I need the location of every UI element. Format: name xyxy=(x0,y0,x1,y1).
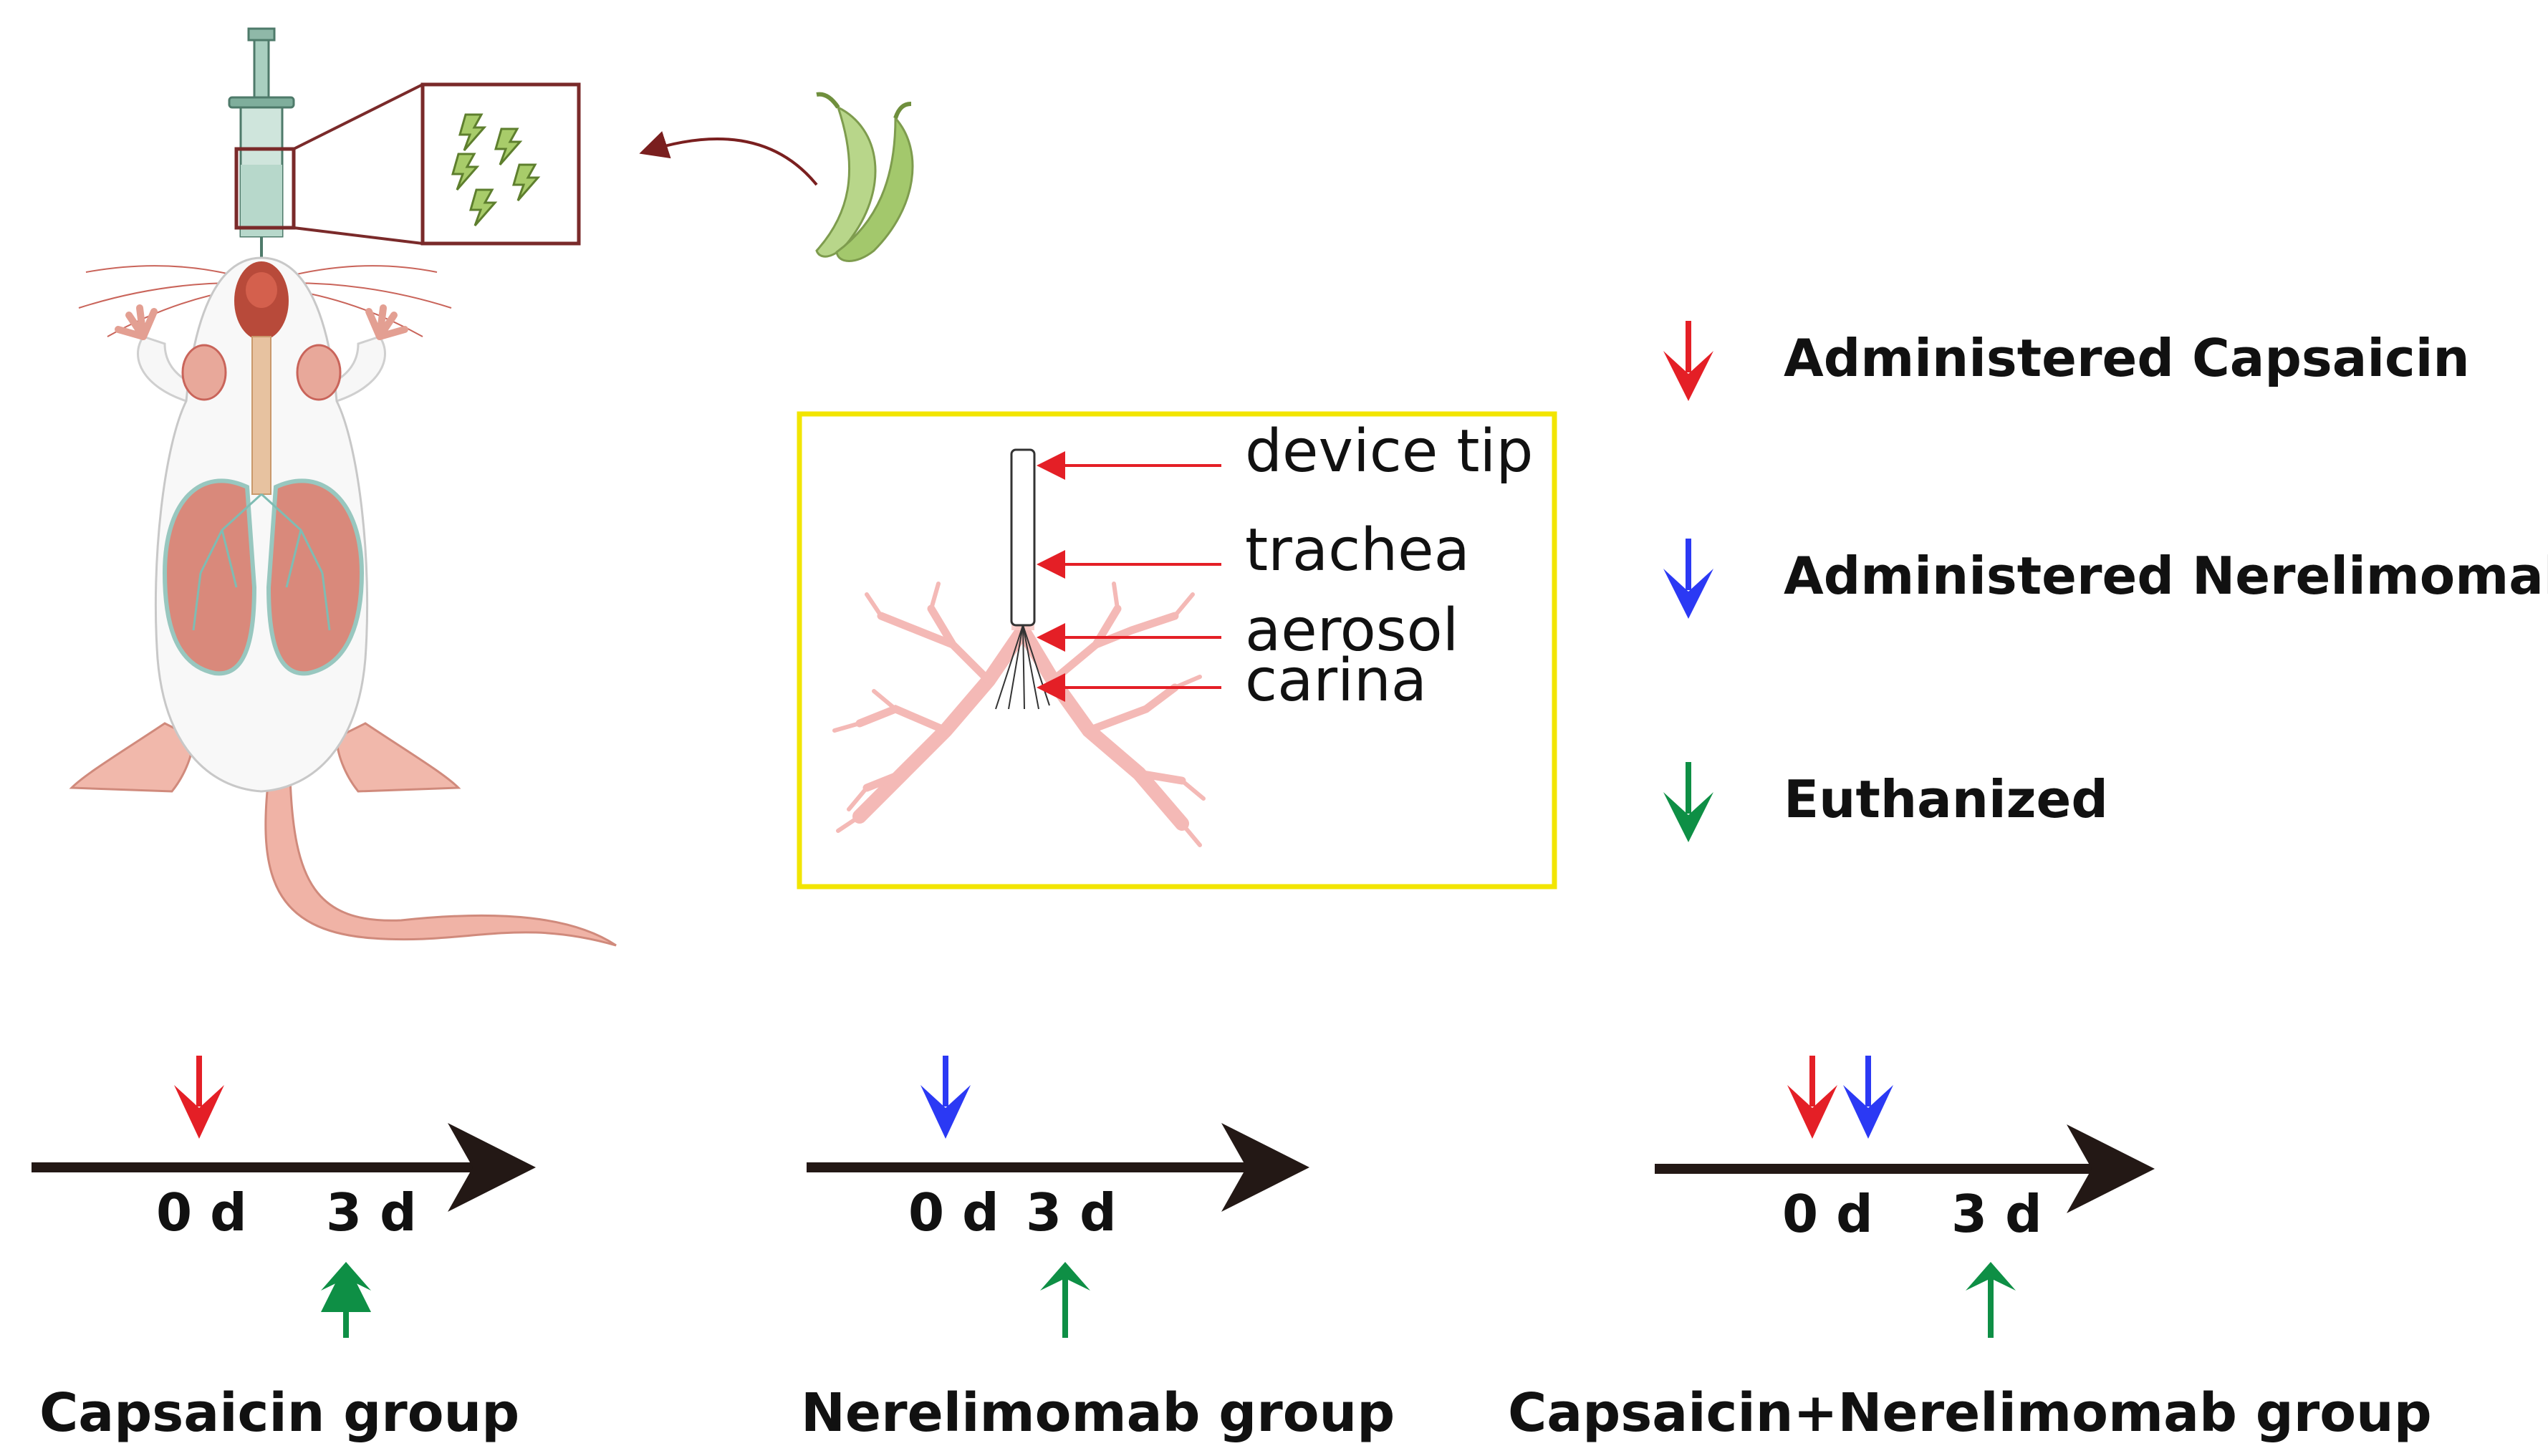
bronchial-tree-icon xyxy=(832,582,1206,847)
day3-label: 3 d xyxy=(1026,1182,1117,1243)
capsaicin-particles-icon xyxy=(451,113,541,226)
source-arrow-icon xyxy=(639,131,818,186)
arrow-down-icon xyxy=(1663,321,1713,401)
day0-label: 0 d xyxy=(1782,1184,1873,1244)
capsaicin-arrow-icon xyxy=(174,1056,224,1139)
syringe-icon xyxy=(228,27,296,265)
arrow-down-icon xyxy=(1663,762,1713,842)
label-carina: carina xyxy=(1245,647,1427,715)
timeline-axis xyxy=(807,1123,1309,1212)
group-label: Capsaicin group xyxy=(39,1382,519,1444)
legend-capsaicin: Administered Capsaicin xyxy=(1663,321,2470,401)
euthanized-arrow-icon xyxy=(1040,1262,1090,1338)
capsaicin-arrow-icon xyxy=(1787,1056,1837,1139)
rat-lung-left xyxy=(162,478,257,676)
device-tube xyxy=(1010,448,1036,627)
legend-label: Administered Capsaicin xyxy=(1784,328,2470,388)
day0-label: 0 d xyxy=(156,1182,247,1243)
label-trachea: trachea xyxy=(1245,516,1470,584)
airway-inset: device tip trachea aerosol carina xyxy=(797,411,1557,889)
legend: Administered Capsaicin Administered Nere… xyxy=(1663,321,2548,842)
timeline-capsaicin-group: 0 d 3 d Capsaicin group xyxy=(32,1056,536,1444)
day3-label: 3 d xyxy=(326,1182,417,1243)
rat-lung-right xyxy=(266,478,365,676)
legend-label: Euthanized xyxy=(1784,769,2108,829)
euthanized-arrow-icon xyxy=(1966,1262,2016,1338)
arrow-down-icon xyxy=(1663,539,1713,619)
day0-label: 0 d xyxy=(908,1182,999,1243)
label-device-tip: device tip xyxy=(1245,418,1533,486)
timeline-axis xyxy=(1655,1124,2155,1213)
day3-label: 3 d xyxy=(1951,1184,2042,1244)
euthanized-arrow-icon xyxy=(321,1262,371,1338)
legend-nerelimomab: Administered Nerelimomab xyxy=(1663,539,2548,619)
chili-pepper-icon xyxy=(815,92,914,262)
nerelimomab-arrow-icon xyxy=(1843,1056,1893,1139)
timeline-combination-group: 0 d 3 d Capsaicin+Nerelimomab group xyxy=(1508,1056,2432,1444)
rat-body xyxy=(69,256,617,947)
legend-label: Administered Nerelimomab xyxy=(1784,546,2548,606)
nerelimomab-arrow-icon xyxy=(920,1056,971,1139)
rat-illustration xyxy=(69,27,914,947)
label-aerosol: aerosol xyxy=(1245,597,1458,665)
group-label: Capsaicin+Nerelimomab group xyxy=(1508,1382,2432,1444)
legend-euthanized: Euthanized xyxy=(1663,762,2108,842)
timeline-nerelimomab-group: 0 d 3 d Nerelimomab group xyxy=(801,1056,1395,1444)
timeline-axis xyxy=(32,1123,536,1212)
group-label: Nerelimomab group xyxy=(801,1382,1395,1444)
